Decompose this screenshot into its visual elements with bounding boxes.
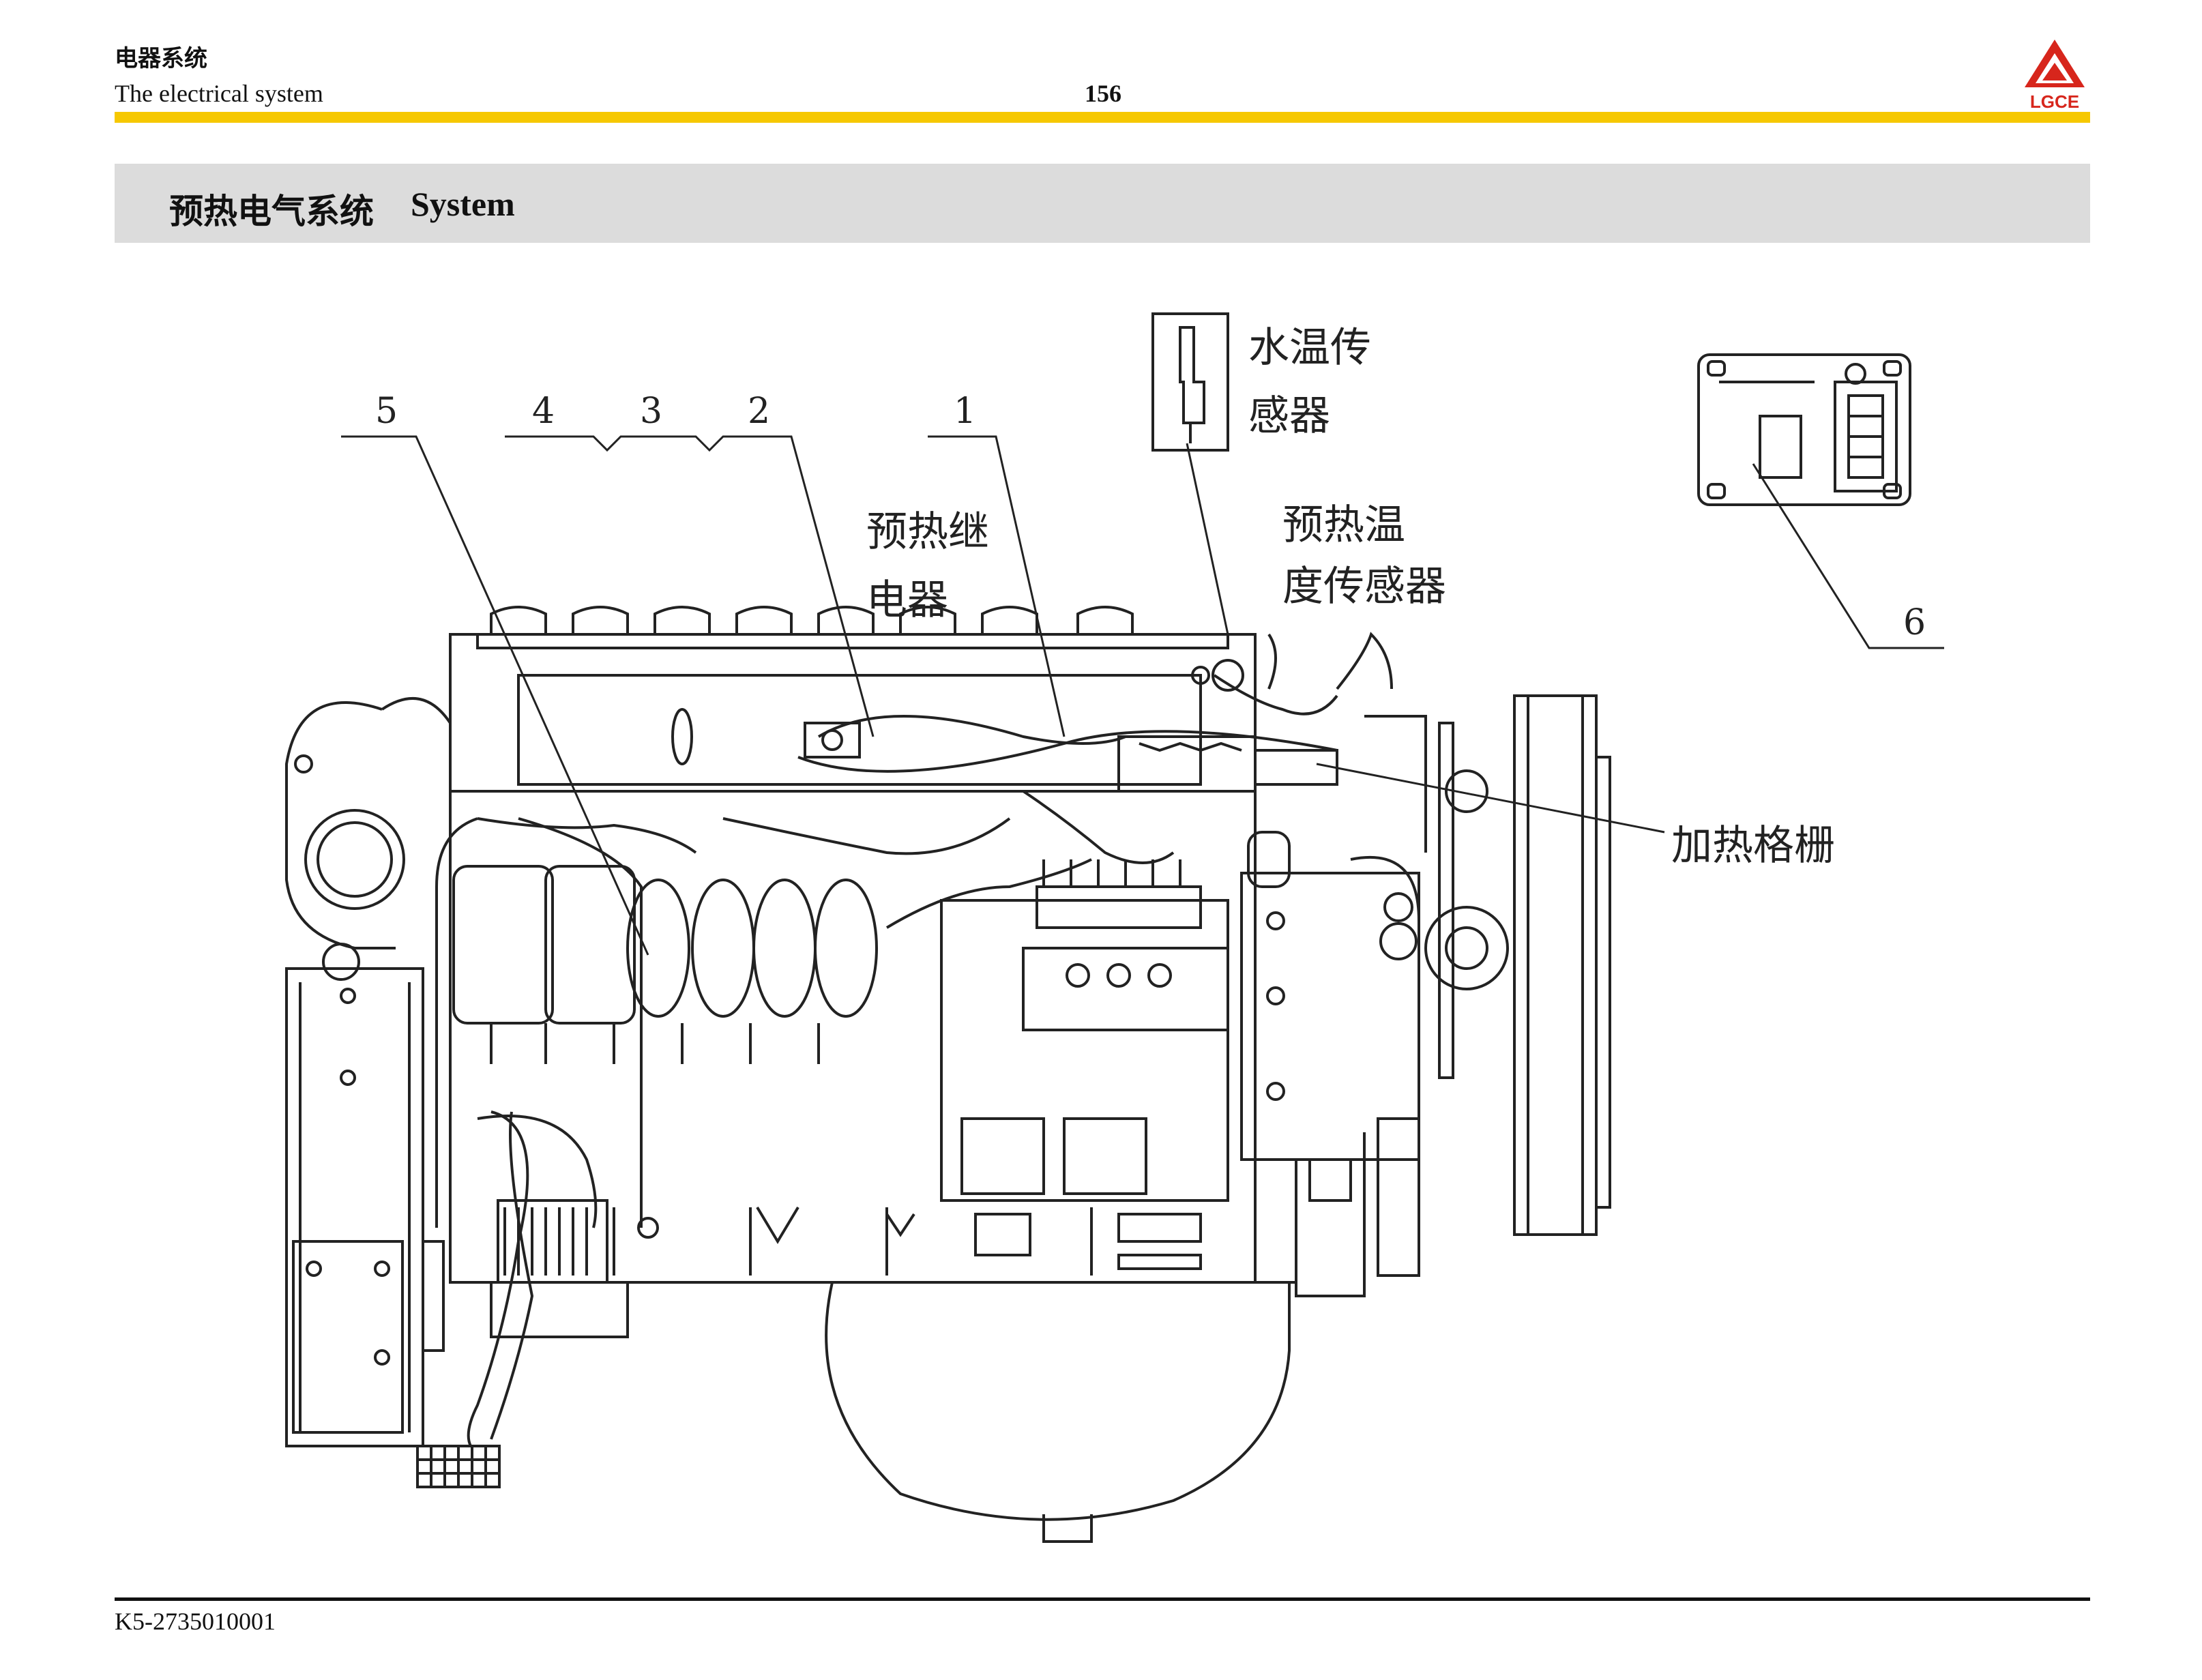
logo-mark-icon (2025, 40, 2085, 87)
title-band (115, 164, 2090, 243)
title-cn: 预热电气系统 (169, 192, 374, 231)
label-preheat-relay-1: 预热继 (866, 508, 989, 556)
callout-numbers: 5 4 3 2 1 6 (375, 391, 1926, 643)
header-section-en: The electrical system (115, 80, 323, 107)
lgce-logo: LGCE (2025, 40, 2085, 112)
label-preheat-relay-2: 电器 (866, 576, 948, 624)
callout-2: 2 (748, 391, 770, 432)
title-en: System (411, 185, 515, 223)
label-heating-grid: 加热格栅 (1671, 822, 1835, 870)
water-temp-sensor (1151, 312, 1229, 452)
label-preheat-temp-sensor-1: 预热温 (1282, 501, 1405, 549)
leader-lines (341, 435, 1944, 956)
engine-drawing (285, 606, 1611, 1543)
page-number: 156 (1085, 80, 1121, 107)
label-water-temp-sensor-1: 水温传 (1248, 324, 1371, 372)
callout-1: 1 (954, 391, 976, 432)
label-water-temp-sensor-2: 感器 (1248, 392, 1330, 440)
header-section-cn: 电器系统 (115, 45, 207, 72)
callout-4: 4 (532, 391, 555, 432)
callout-5: 5 (375, 391, 398, 432)
footer-rule (115, 1597, 2090, 1601)
callout-3: 3 (640, 391, 662, 432)
label-preheat-temp-sensor-2: 度传感器 (1282, 563, 1446, 610)
header-rule (115, 112, 2090, 123)
footer-doc-code: K5-2735010001 (115, 1608, 276, 1635)
logo-text: LGCE (2030, 91, 2079, 112)
callout-6: 6 (1903, 602, 1926, 643)
chinese-labels: 预热继 电器 水温传 感器 预热温 度传感器 加热格栅 (866, 324, 1835, 870)
preheat-controller (1697, 353, 1911, 506)
